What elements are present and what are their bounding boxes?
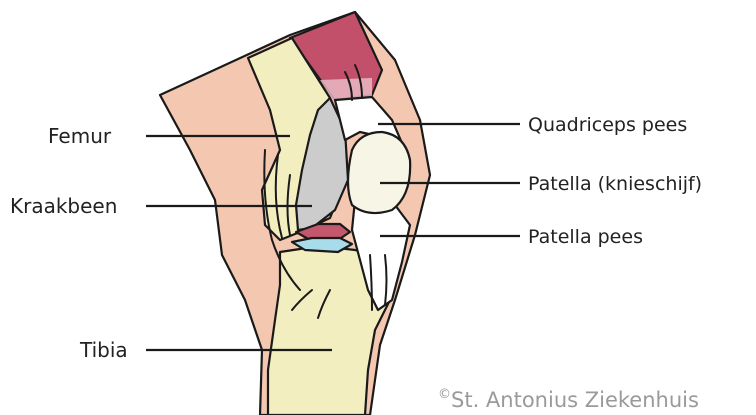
label-quadriceps-pees: Quadriceps pees [528, 114, 687, 136]
patella [348, 132, 410, 213]
label-patella: Patella (knieschijf) [528, 173, 702, 195]
copyright-text: St. Antonius Ziekenhuis [451, 388, 699, 412]
label-kraakbeen: Kraakbeen [10, 194, 117, 218]
copyright-symbol: © [438, 387, 451, 402]
copyright-notice: ©St. Antonius Ziekenhuis [438, 387, 699, 412]
label-tibia: Tibia [79, 338, 128, 362]
label-femur: Femur [48, 124, 112, 148]
label-patella-pees: Patella pees [528, 226, 643, 248]
